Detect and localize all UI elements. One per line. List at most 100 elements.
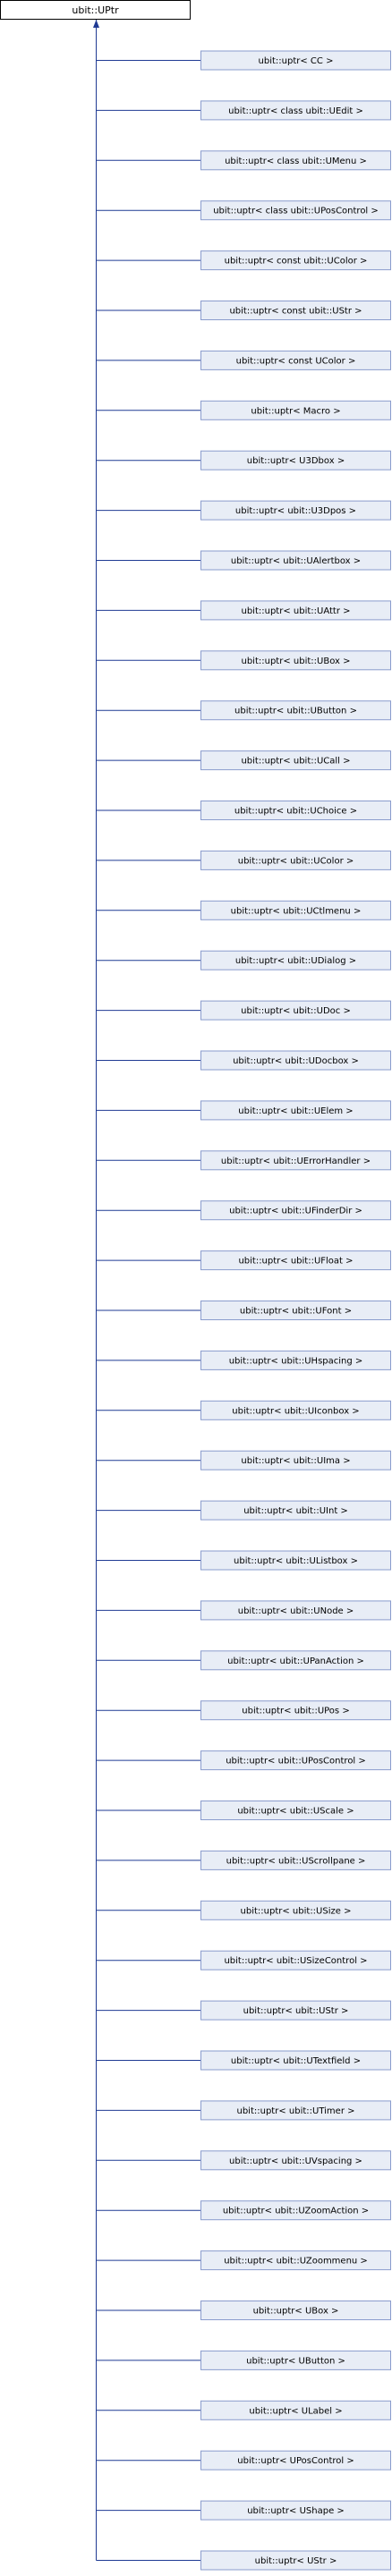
derived-class-label: ubit::uptr< const ubit::UColor >	[225, 257, 368, 267]
derived-class-node[interactable]: ubit::uptr< const ubit::UColor >	[200, 250, 391, 271]
derived-class-node[interactable]: ubit::uptr< ubit::UIma >	[200, 1450, 391, 1470]
derived-class-box	[200, 450, 391, 470]
derived-class-box	[200, 2250, 391, 2271]
derived-class-node[interactable]: ubit::uptr< ubit::UTimer >	[200, 2100, 391, 2121]
derived-class-box	[200, 1150, 391, 1171]
derived-class-node[interactable]: ubit::uptr< ULabel >	[200, 2400, 391, 2420]
base-class-node[interactable]: ubit::UPtr	[0, 0, 191, 20]
derived-class-label: ubit::uptr< ubit::UStr >	[243, 2006, 349, 2016]
derived-class-box	[200, 850, 391, 870]
derived-class-label: ubit::uptr< ubit::UPanAction >	[227, 1657, 364, 1666]
derived-class-label: ubit::uptr< ubit::UFloat >	[238, 1257, 353, 1267]
derived-class-box	[200, 1801, 391, 1820]
derived-class-node[interactable]: ubit::uptr< ubit::UDocbox >	[200, 1050, 391, 1071]
derived-class-node[interactable]: ubit::uptr< ubit::UAlertbox >	[200, 550, 391, 571]
derived-class-box	[200, 900, 391, 920]
derived-class-label: ubit::uptr< ubit::UNode >	[238, 1606, 354, 1616]
derived-class-label: ubit::uptr< ubit::USize >	[241, 1906, 352, 1916]
derived-class-node[interactable]: ubit::uptr< ubit::UDoc >	[200, 1000, 391, 1021]
derived-class-node[interactable]: ubit::uptr< ubit::UColor >	[200, 850, 391, 870]
derived-class-node[interactable]: ubit::uptr< ubit::UErrorHandler >	[200, 1150, 391, 1171]
derived-class-label: ubit::uptr< ubit::UFont >	[240, 1307, 352, 1317]
derived-class-box	[200, 2550, 391, 2571]
derived-class-node[interactable]: ubit::uptr< ubit::UFloat >	[200, 1250, 391, 1271]
derived-class-label: ubit::uptr< ubit::UTimer >	[237, 2106, 355, 2116]
derived-class-node[interactable]: ubit::uptr< Macro >	[200, 400, 391, 420]
derived-class-node[interactable]: ubit::uptr< ubit::UNode >	[200, 1600, 391, 1621]
derived-class-node[interactable]: ubit::uptr< ubit::UCtlmenu >	[200, 900, 391, 920]
derived-class-node[interactable]: ubit::uptr< const ubit::UStr >	[200, 301, 391, 320]
derived-class-box	[200, 1900, 391, 1920]
derived-class-box	[200, 1250, 391, 1271]
derived-class-node[interactable]: ubit::uptr< class ubit::UPosControl >	[200, 200, 391, 221]
derived-class-box	[200, 1200, 391, 1221]
derived-class-node[interactable]: ubit::uptr< ubit::UListbox >	[200, 1550, 391, 1571]
derived-class-node[interactable]: ubit::uptr< ubit::UZoomAction >	[200, 2200, 391, 2221]
derived-class-label: ubit::uptr< ULabel >	[249, 2406, 342, 2416]
derived-class-node[interactable]: ubit::uptr< U3Dbox >	[200, 450, 391, 470]
derived-class-node[interactable]: ubit::uptr< ubit::UInt >	[200, 1500, 391, 1521]
derived-class-node[interactable]: ubit::uptr< ubit::USizeControl >	[200, 1950, 391, 1970]
derived-class-node[interactable]: ubit::uptr< ubit::UHspacing >	[200, 1350, 391, 1370]
derived-class-box	[200, 50, 391, 71]
derived-class-node[interactable]: ubit::uptr< ubit::UPanAction >	[200, 1650, 391, 1671]
derived-class-node[interactable]: ubit::uptr< ubit::UDialog >	[200, 950, 391, 970]
derived-class-box	[200, 1450, 391, 1470]
derived-class-box	[200, 250, 391, 271]
derived-class-label: ubit::uptr< UShape >	[247, 2506, 345, 2516]
derived-class-node[interactable]: ubit::uptr< ubit::UScrollpane >	[200, 1850, 391, 1870]
derived-class-node[interactable]: ubit::uptr< ubit::UScale >	[200, 1801, 391, 1820]
derived-class-box	[200, 2450, 391, 2470]
derived-class-label: ubit::uptr< ubit::UScale >	[237, 1807, 354, 1817]
connector-lines	[93, 20, 201, 2561]
derived-class-box	[200, 1750, 391, 1771]
derived-class-node[interactable]: ubit::uptr< ubit::UTextfield >	[200, 2050, 391, 2071]
derived-class-node[interactable]: ubit::uptr< ubit::UFinderDir >	[200, 1200, 391, 1221]
derived-class-label: ubit::uptr< ubit::UTextfield >	[231, 2056, 361, 2066]
derived-class-node[interactable]: ubit::uptr< ubit::UAttr >	[200, 600, 391, 621]
derived-class-node[interactable]: ubit::uptr< ubit::UElem >	[200, 1100, 391, 1121]
derived-class-node[interactable]: ubit::uptr< CC >	[200, 50, 391, 71]
derived-class-node[interactable]: ubit::uptr< UShape >	[200, 2500, 391, 2521]
derived-class-node[interactable]: ubit::uptr< ubit::UStr >	[200, 2000, 391, 2021]
derived-class-node[interactable]: ubit::uptr< ubit::UButton >	[200, 700, 391, 721]
derived-class-label: ubit::uptr< ubit::UPosControl >	[226, 1757, 366, 1767]
derived-class-label: ubit::uptr< ubit::UZoomAction >	[223, 2207, 369, 2216]
derived-class-node[interactable]: ubit::uptr< ubit::U3Dpos >	[200, 500, 391, 521]
derived-class-node[interactable]: ubit::uptr< ubit::UFont >	[200, 1301, 391, 1320]
derived-class-label: ubit::uptr< ubit::UListbox >	[234, 1556, 358, 1566]
derived-class-node[interactable]: ubit::uptr< UPosControl >	[200, 2450, 391, 2470]
derived-class-label: ubit::uptr< ubit::UAttr >	[241, 606, 350, 616]
derived-class-node[interactable]: ubit::uptr< class ubit::UEdit >	[200, 100, 391, 121]
derived-class-label: ubit::uptr< ubit::UDocbox >	[233, 1056, 359, 1066]
derived-class-node[interactable]: ubit::uptr< UButton >	[200, 2350, 391, 2370]
derived-class-box	[200, 2000, 391, 2021]
derived-class-node[interactable]: ubit::uptr< ubit::USize >	[200, 1900, 391, 1920]
derived-class-box	[200, 650, 391, 671]
derived-class-label: ubit::uptr< ubit::UPos >	[242, 1707, 349, 1716]
derived-class-box	[200, 350, 391, 370]
derived-class-box	[200, 2301, 391, 2320]
derived-class-box	[200, 801, 391, 820]
derived-class-node[interactable]: ubit::uptr< ubit::UCall >	[200, 750, 391, 771]
derived-class-label: ubit::uptr< UButton >	[246, 2356, 345, 2366]
derived-class-box	[200, 1400, 391, 1420]
derived-class-node[interactable]: ubit::uptr< const UColor >	[200, 350, 391, 370]
derived-class-node[interactable]: ubit::uptr< ubit::UIconbox >	[200, 1400, 391, 1420]
derived-class-box	[200, 1850, 391, 1870]
derived-class-node[interactable]: ubit::uptr< UStr >	[200, 2550, 391, 2571]
derived-class-box	[200, 1550, 391, 1571]
derived-class-label: ubit::uptr< ubit::U3Dpos >	[235, 506, 356, 516]
derived-class-label: ubit::uptr< ubit::USizeControl >	[224, 1956, 367, 1966]
derived-class-box	[200, 2150, 391, 2171]
derived-class-node[interactable]: ubit::uptr< UBox >	[200, 2301, 391, 2320]
derived-class-node[interactable]: ubit::uptr< ubit::UZoommenu >	[200, 2250, 391, 2271]
derived-class-node[interactable]: ubit::uptr< ubit::UBox >	[200, 650, 391, 671]
derived-class-label: ubit::uptr< ubit::UCall >	[241, 757, 350, 767]
derived-class-node[interactable]: ubit::uptr< ubit::UPos >	[200, 1700, 391, 1721]
derived-class-node[interactable]: ubit::uptr< class ubit::UMenu >	[200, 150, 391, 171]
derived-class-node[interactable]: ubit::uptr< ubit::UChoice >	[200, 801, 391, 820]
derived-class-node[interactable]: ubit::uptr< ubit::UPosControl >	[200, 1750, 391, 1771]
derived-class-node[interactable]: ubit::uptr< ubit::UVspacing >	[200, 2150, 391, 2171]
